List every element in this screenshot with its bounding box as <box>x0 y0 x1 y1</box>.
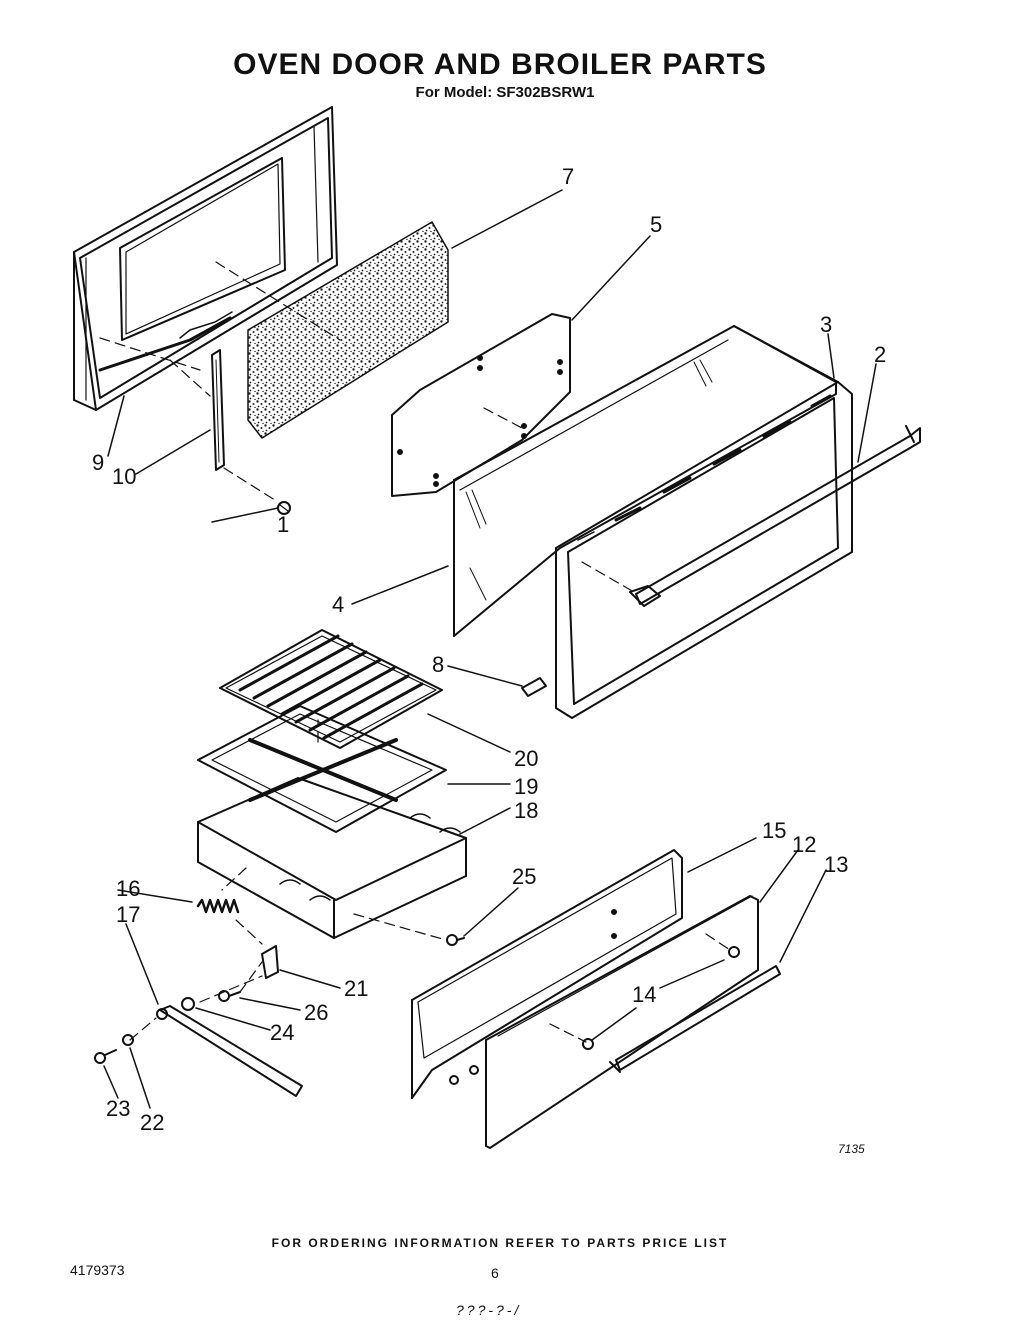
callout-23: 23 <box>106 1096 130 1121</box>
page-title: OVEN DOOR AND BROILER PARTS <box>233 48 767 81</box>
callout-12: 12 <box>792 832 816 857</box>
broiler-pan-part-18 <box>197 777 467 939</box>
door-trim-strip-part-10 <box>211 349 225 471</box>
callout-22: 22 <box>140 1110 164 1135</box>
document-number: 4179373 <box>70 1262 125 1278</box>
callout-8: 8 <box>432 652 444 677</box>
screw-part-25 <box>446 934 465 946</box>
nut-part-24 <box>181 997 195 1011</box>
callout-5: 5 <box>650 212 662 237</box>
broiler-drawer-inner-panel-part-15 <box>411 849 683 1099</box>
callout-9: 9 <box>92 450 104 475</box>
page-number: 6 <box>491 1265 499 1281</box>
callout-14: 14 <box>632 982 656 1007</box>
callout-25: 25 <box>512 864 536 889</box>
diagram-code: 7135 <box>838 1142 865 1156</box>
hinge-clip-part-8 <box>521 677 547 697</box>
washer-part-22 <box>122 1034 134 1046</box>
callout-21: 21 <box>344 976 368 1001</box>
callout-16: 16 <box>116 876 140 901</box>
callout-10: 10 <box>112 464 136 489</box>
inner-door-panel-part-9 <box>73 106 338 411</box>
callout-1: 1 <box>277 512 289 537</box>
callout-4: 4 <box>332 592 344 617</box>
door-insulation-part-7 <box>247 221 449 439</box>
callout-3: 3 <box>820 312 832 337</box>
broiler-rail-part-17 <box>156 1005 303 1097</box>
callout-2: 2 <box>874 342 886 367</box>
callout-18: 18 <box>514 798 538 823</box>
drawer-handle-part-13 <box>609 965 781 1073</box>
broiler-grid-part-20 <box>219 629 443 749</box>
broiler-pan-insert-part-19 <box>197 705 447 833</box>
ordering-information-note: FOR ORDERING INFORMATION REFER TO PARTS … <box>271 1236 729 1250</box>
callout-13: 13 <box>824 852 848 877</box>
callout-leader-lines <box>103 189 877 1109</box>
callout-24: 24 <box>270 1020 294 1045</box>
callout-26: 26 <box>304 1000 328 1025</box>
callout-15: 15 <box>762 818 786 843</box>
door-liner-panel-part-5 <box>391 313 571 497</box>
model-subtitle: For Model: SF302BSRW1 <box>415 84 595 101</box>
door-handle-part-2 <box>629 425 921 607</box>
screws-part-14 <box>582 946 740 1050</box>
assembly-lines <box>99 261 831 1043</box>
bracket-part-21 <box>261 945 279 979</box>
callout-17: 17 <box>116 902 140 927</box>
callout-7: 7 <box>562 164 574 189</box>
door-frame-part-3 <box>555 325 853 719</box>
spring-part-16 <box>196 898 240 914</box>
screw-part-23 <box>94 1049 117 1064</box>
screw-part-26 <box>218 990 241 1002</box>
broiler-drawer-front-part-12 <box>485 895 759 1149</box>
callout-20: 20 <box>514 746 538 771</box>
callout-19: 19 <box>514 774 538 799</box>
callout-numbers: 1 2 3 4 5 7 8 9 10 12 13 14 15 16 17 18 … <box>92 164 886 1135</box>
bottom-mark: ???-?-/ <box>456 1302 522 1318</box>
